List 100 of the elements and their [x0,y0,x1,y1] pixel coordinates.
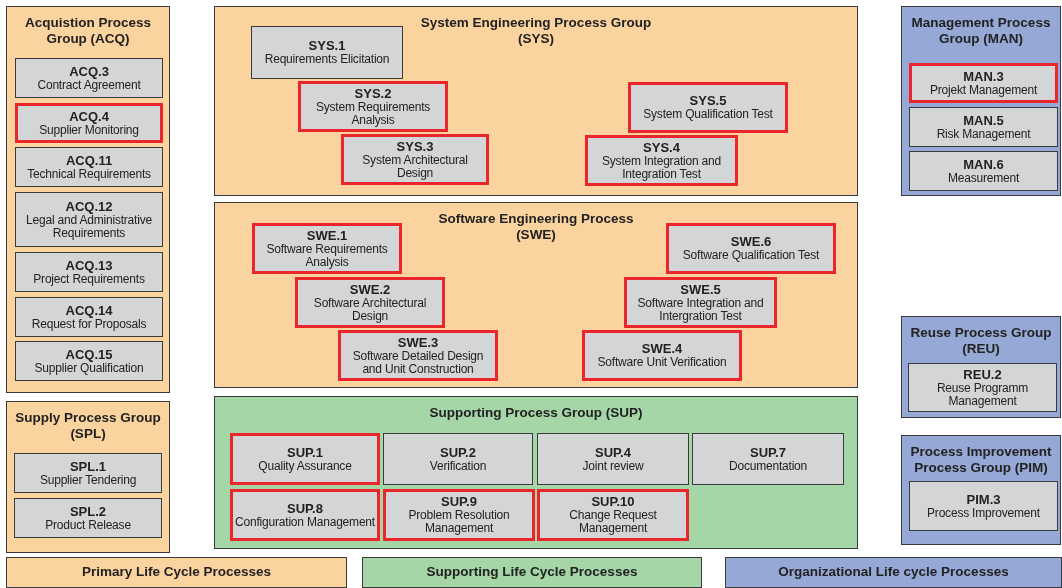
process-id: SWE.4 [641,342,683,357]
process-box [537,489,689,541]
process-box [15,297,163,337]
group-title: System Engineering Process Group (SYS) [419,15,653,48]
process-box [14,453,162,493]
process-name: Measurement [946,171,1021,185]
process-box [14,498,162,538]
process-id: SUP.4 [595,445,631,460]
process-id: ACQ.12 [65,199,113,214]
process-id: SPL.2 [69,504,107,519]
process-box [582,330,742,381]
process-name: Requirements Elicitation [263,53,391,66]
process-id: SUP.8 [287,501,323,516]
process-box [909,63,1058,103]
process-box [909,481,1058,531]
process-name: Software Detailed Design and Unit Construction [351,349,485,376]
category-band: Primary Life Cycle Processes [6,557,347,588]
process-box [15,58,163,98]
process-name: System Architectural Design [361,153,469,180]
process-name: Software Integration and Intergration Test [636,296,765,323]
process-name: Documentation [727,459,809,473]
process-id: ACQ.13 [65,258,113,273]
process-group-panel [901,6,1061,196]
process-box [230,433,380,485]
process-name: Problem Resolution Management [407,509,511,535]
group-title: Reuse Process Group (REU) [909,325,1053,358]
process-id: SWE.1 [306,228,348,243]
category-band: Organizational Life cycle Processes [725,557,1062,588]
process-id: SWE.3 [397,335,439,350]
process-name: Legal and Administrative Requirements [25,213,153,240]
process-id: SWE.5 [680,282,721,297]
process-name: Supplier Monitoring [38,123,140,137]
process-id: MAN.5 [963,113,1004,128]
process-group-panel [214,396,858,549]
process-id: MAN.6 [963,157,1004,172]
process-id: ACQ.15 [65,347,113,362]
process-name: Change Request Management [568,509,658,535]
process-box [298,81,448,132]
process-name: Technical Requirements [26,167,152,181]
process-group-panel [901,316,1061,418]
process-box [338,330,498,381]
process-name: Supplier Tendering [38,473,138,487]
process-box [15,103,163,143]
process-id: SYS.1 [308,39,346,54]
process-name: Reuse Programm Management [935,381,1030,408]
process-box [624,277,777,328]
process-name: Software Unit Verification [596,356,728,369]
process-id: MAN.3 [963,69,1004,84]
process-box [585,135,738,186]
process-id: PIM.3 [966,492,1001,507]
process-name: Software Requirements Analysis [265,242,389,269]
process-id: SUP.2 [440,445,476,460]
process-name: Product Release [44,518,132,532]
process-group-panel [214,202,858,388]
process-name: Contract Agreement [36,78,142,92]
process-group-panel [6,401,170,553]
process-box [909,107,1058,147]
process-name: Supplier Qualification [33,361,145,375]
process-box [341,134,489,185]
process-box [230,489,380,541]
process-box [628,82,788,133]
process-box [295,277,445,328]
process-name: Risk Management [935,127,1032,141]
process-id: SUP.9 [441,495,477,510]
process-box [537,433,689,485]
process-group-panel [6,6,170,393]
process-id: REU.2 [963,367,1002,382]
process-name: Software Qualification Test [681,249,821,262]
process-id: SYS.3 [396,139,434,154]
group-title: Supply Process Group (SPL) [14,410,162,443]
process-name: Projekt Management [928,83,1039,97]
process-id: SUP.10 [591,495,635,510]
process-id: SUP.7 [750,445,786,460]
process-name: Configuration Management [234,515,376,529]
process-name: Verification [428,459,488,473]
group-title: Software Engineering Process (SWE) [437,211,635,244]
process-id: SYS.5 [689,94,727,109]
process-box [15,252,163,292]
group-title: Acquistion Process Group (ACQ) [23,15,152,48]
process-id: ACQ.3 [69,64,109,79]
process-group-panel [214,6,858,196]
process-id: SWE.2 [349,282,391,297]
process-name: Project Requirements [32,272,146,286]
process-name: System Qualification Test [642,108,774,121]
group-title: Management Process Group (MAN) [910,15,1052,48]
process-id: ACQ.4 [69,109,109,124]
process-box [252,223,402,274]
process-id: SYS.2 [354,86,392,101]
process-id: SUP.1 [287,445,323,460]
process-name: Joint review [581,459,645,473]
group-title: Process Improvement Process Group (PIM) [909,444,1053,477]
process-box [666,223,836,274]
process-id: SPL.1 [69,459,107,474]
process-name: System Requirements Analysis [314,100,432,127]
process-box [15,192,163,247]
process-box [908,363,1057,412]
process-box [909,151,1058,191]
process-box [383,433,533,485]
process-box [251,26,403,79]
process-box [15,147,163,187]
